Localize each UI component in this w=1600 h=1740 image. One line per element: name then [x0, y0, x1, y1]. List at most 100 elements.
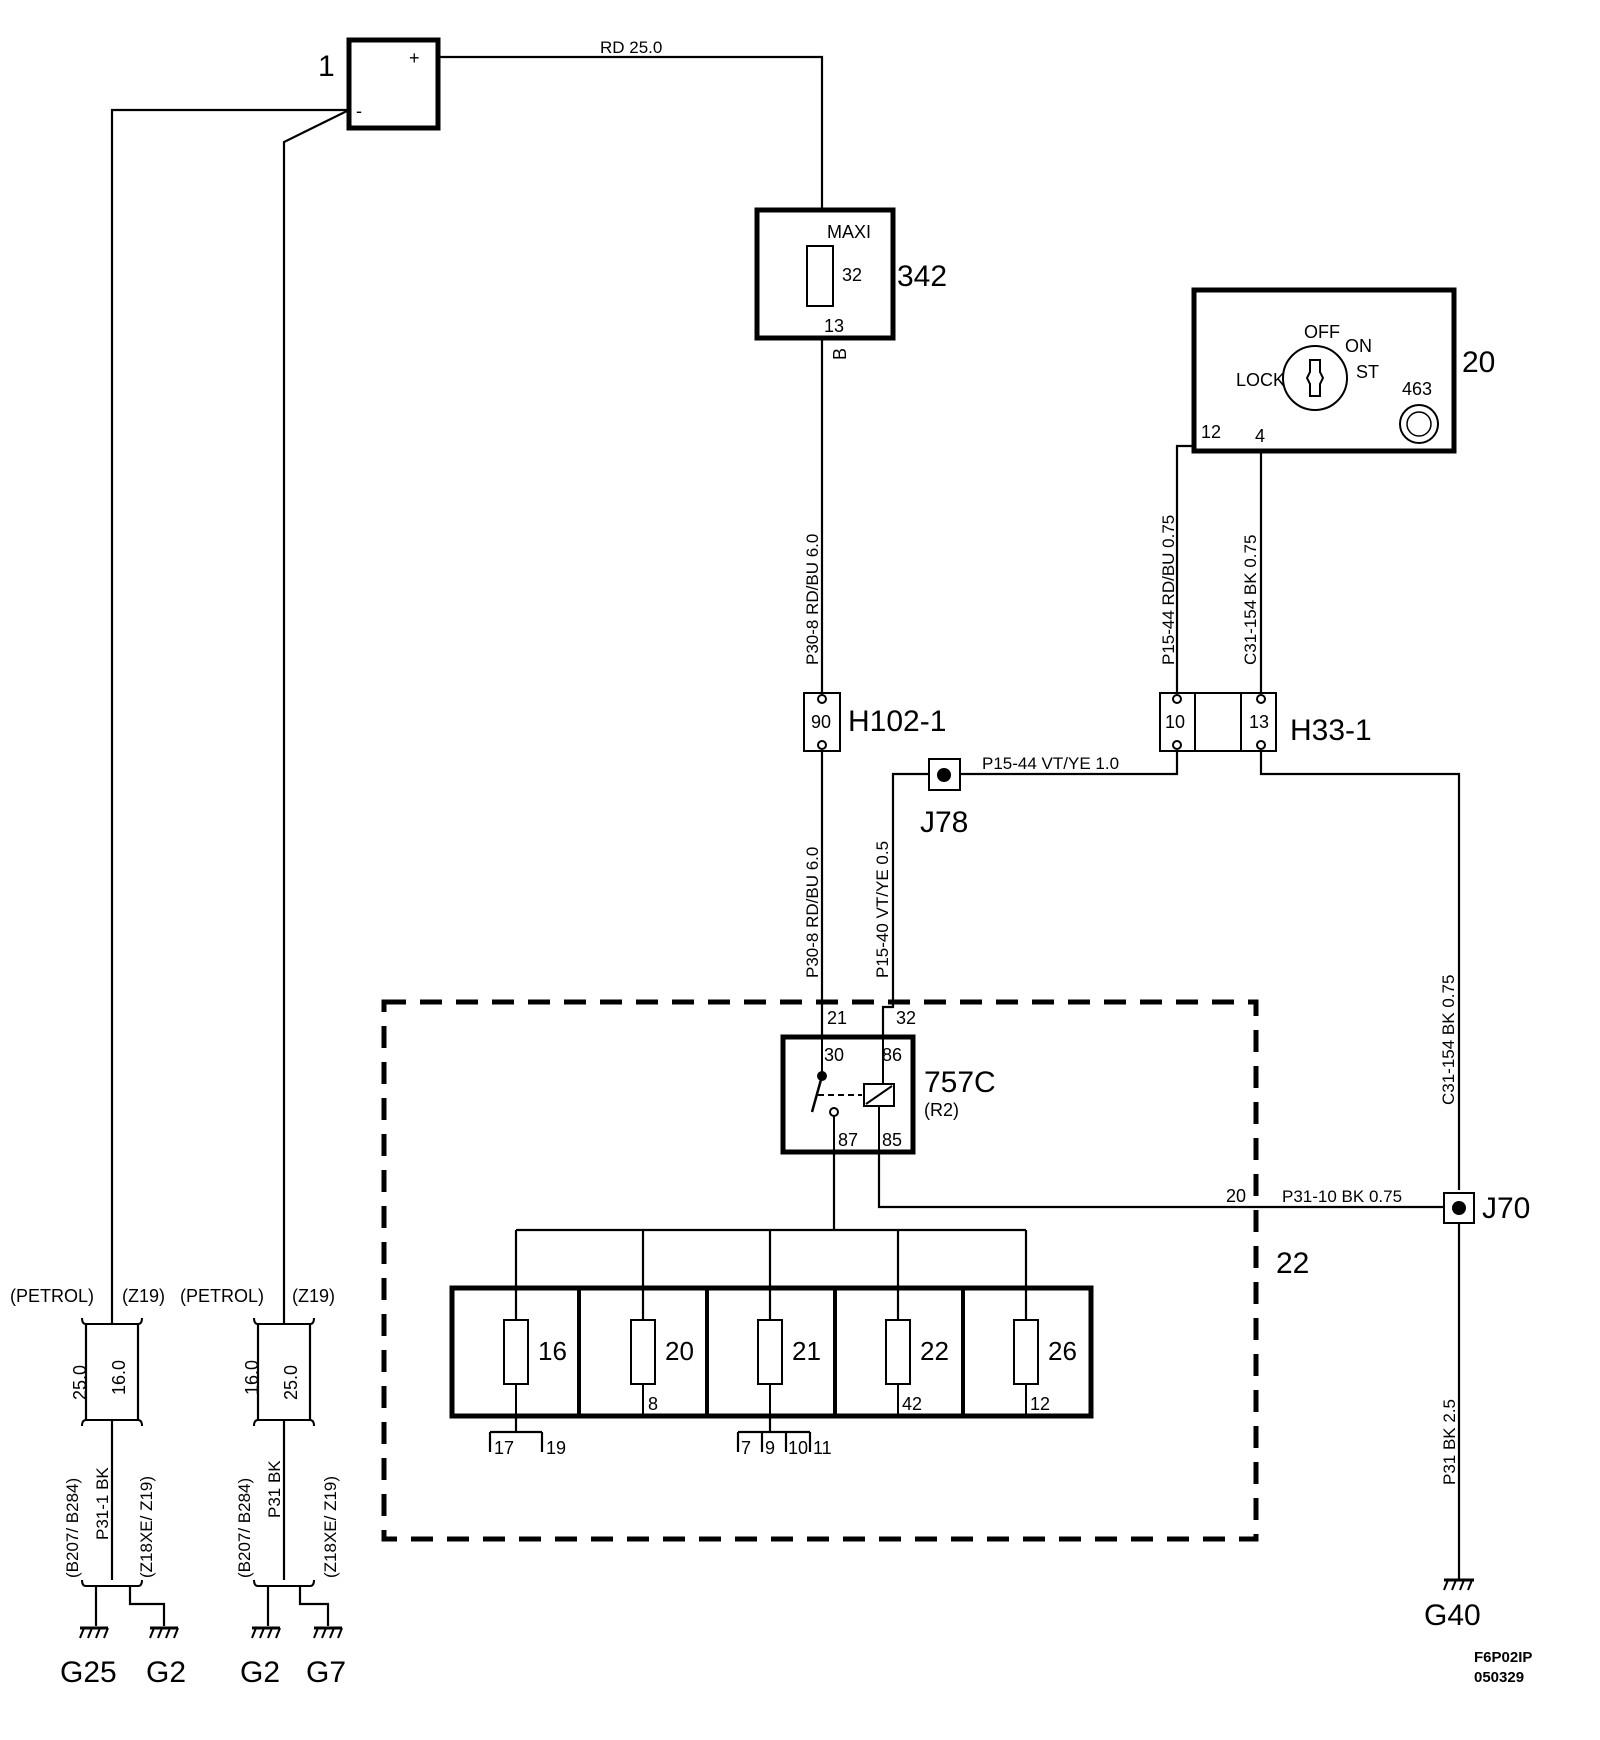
fuse-16-out-17: 17 — [494, 1438, 514, 1458]
connector-h102-1: 90 H102-1 — [803, 692, 946, 752]
fuse-16: 16 — [538, 1336, 567, 1366]
maxi-pin-b: B — [830, 348, 850, 360]
fuse-block: 16 20 21 22 26 8 42 12 — [449, 1285, 1094, 1419]
ign-pin-4: 4 — [1255, 426, 1265, 446]
relay-p30: 30 — [824, 1045, 844, 1065]
ground-branch-mid: (PETROL) (Z19) 16.0 25.0 P31 BK (B207/ B… — [180, 1286, 346, 1689]
relay-757c: 30 86 87 85 757C (R2) — [780, 1034, 996, 1155]
ground-g25: G25 — [60, 1656, 117, 1689]
relay-out-20: 20 — [1226, 1186, 1246, 1206]
connector-h33-1: 10 13 H33-1 — [1159, 692, 1372, 752]
ground-g25-icon — [79, 1626, 109, 1639]
ign-pin-12: 12 — [1201, 422, 1221, 442]
footer-date: 050329 — [1474, 1669, 1524, 1686]
wire-rd-25-label: RD 25.0 — [600, 38, 662, 57]
ground-g40-label: G40 — [1424, 1599, 1481, 1632]
fuse-21-out-10: 10 — [788, 1438, 808, 1458]
ign-st: ST — [1356, 362, 1379, 382]
battery-plus: + — [409, 48, 420, 68]
ign-id: 20 — [1462, 346, 1495, 379]
battery: 1 + - — [318, 37, 441, 131]
relay-p85: 85 — [882, 1130, 902, 1150]
ground-g2-icon-2 — [251, 1626, 281, 1639]
j78-id: J78 — [920, 806, 968, 839]
wire-p30-8-top-label: P30-8 RD/BU 6.0 — [803, 534, 822, 665]
h102-pin: 90 — [811, 712, 831, 732]
maxi-fuse-id: 342 — [897, 260, 947, 293]
ground-g40-icon — [1443, 1578, 1474, 1591]
ground-g40: G40 — [1424, 1578, 1481, 1632]
gauge-25-mid: 25.0 — [281, 1365, 301, 1400]
wire-p15-44-rdbu — [1175, 444, 1194, 703]
petrol-label-1: (PETROL) — [10, 1286, 94, 1306]
ground-g2-a: G2 — [146, 1656, 186, 1689]
splice-j70: J70 — [1443, 1192, 1530, 1225]
ign-lock: LOCK — [1236, 370, 1285, 390]
fuse-16-out-19: 19 — [546, 1438, 566, 1458]
wire-c31-154-b — [1259, 751, 1461, 1190]
ground-branch-left: (PETROL) (Z19) 25.0 16.0 P31-1 BK (B207/… — [10, 1286, 186, 1689]
wire-p31-10-label: P31-10 BK 0.75 — [1282, 1187, 1402, 1206]
wire-c31-154-b-label: C31-154 BK 0.75 — [1439, 975, 1458, 1105]
ground-g2-icon-1 — [149, 1626, 179, 1639]
relay-id: 757C — [924, 1066, 996, 1099]
wire-p15-40 — [881, 772, 929, 1037]
maxi-label: MAXI — [827, 222, 871, 242]
fuse-21-out-7: 7 — [741, 1438, 751, 1458]
battery-id: 1 — [318, 50, 335, 83]
gauge-25-left: 25.0 — [70, 1365, 90, 1400]
wire-rd-25 — [438, 55, 824, 210]
fuse-22: 22 — [920, 1336, 949, 1366]
wire-p31-1-label: P31-1 BK — [93, 1467, 112, 1540]
battery-minus: - — [356, 101, 362, 121]
fuse-21-out-9: 9 — [765, 1438, 775, 1458]
wire-p31-10 — [877, 1152, 1444, 1209]
wire-p15-44-rdbu-label: P15-44 RD/BU 0.75 — [1159, 515, 1178, 665]
z18xe-label-1: (Z18XE/ Z19) — [137, 1476, 156, 1578]
fuse-21-out-11: 11 — [813, 1438, 832, 1458]
fuse-22-bottom: 42 — [902, 1394, 922, 1414]
ign-on: ON — [1345, 336, 1372, 356]
gauge-16-mid: 16.0 — [242, 1360, 262, 1395]
relay-p86: 86 — [882, 1045, 902, 1065]
h33-pin-10: 10 — [1165, 712, 1185, 732]
fuse-box-22: 22 — [381, 999, 1309, 1542]
gauge-16-left: 16.0 — [109, 1360, 129, 1395]
ign-part-463: 463 — [1402, 379, 1432, 399]
wire-p31-right-label: P31 BK 2.5 — [1440, 1399, 1459, 1485]
petrol-label-2: (PETROL) — [180, 1286, 264, 1306]
maxi-fuse-number: 32 — [842, 265, 862, 285]
z19-label-2: (Z19) — [292, 1286, 335, 1306]
maxi-fuse-342: MAXI 32 13 342 B — [754, 207, 947, 360]
h33-id: H33-1 — [1290, 714, 1372, 747]
b207-label-2: (B207/ B284) — [235, 1478, 254, 1578]
wire-c31-154-a-label: C31-154 BK 0.75 — [1241, 535, 1260, 665]
z18xe-label-2: (Z18XE/ Z19) — [321, 1476, 340, 1578]
wire-p31-mid-label: P31 BK — [265, 1460, 284, 1518]
fuse-26: 26 — [1048, 1336, 1077, 1366]
wire-p15-44-vtye — [960, 751, 1179, 776]
wire-p15-44-vtye-label: P15-44 VT/YE 1.0 — [982, 754, 1119, 773]
splice-j78: J78 — [920, 758, 968, 839]
fuse-16-outputs: 17 19 — [488, 1416, 566, 1458]
wire-p30-8-bottom-label: P30-8 RD/BU 6.0 — [803, 847, 822, 978]
wire-battery-neg-2 — [282, 109, 350, 1318]
ground-g7: G7 — [306, 1656, 346, 1689]
ground-g7-icon — [313, 1626, 343, 1639]
footer-code: F6P02IP — [1474, 1649, 1532, 1666]
maxi-pin-13: 13 — [824, 316, 844, 336]
relay-sub: (R2) — [924, 1100, 959, 1120]
fuse-20: 20 — [665, 1336, 694, 1366]
z19-label-1: (Z19) — [122, 1286, 165, 1306]
fuse-21: 21 — [792, 1336, 821, 1366]
fuse-26-bottom: 12 — [1030, 1394, 1050, 1414]
fuse-21-outputs: 7 9 10 11 — [736, 1416, 832, 1458]
h33-pin-13: 13 — [1249, 712, 1269, 732]
fuse-box-id: 22 — [1276, 1247, 1309, 1280]
b207-label-1: (B207/ B284) — [63, 1478, 82, 1578]
ground-g2-b: G2 — [240, 1656, 280, 1689]
relay-in-21: 21 — [827, 1008, 847, 1028]
j70-id: J70 — [1482, 1192, 1530, 1225]
ign-off: OFF — [1304, 322, 1340, 342]
